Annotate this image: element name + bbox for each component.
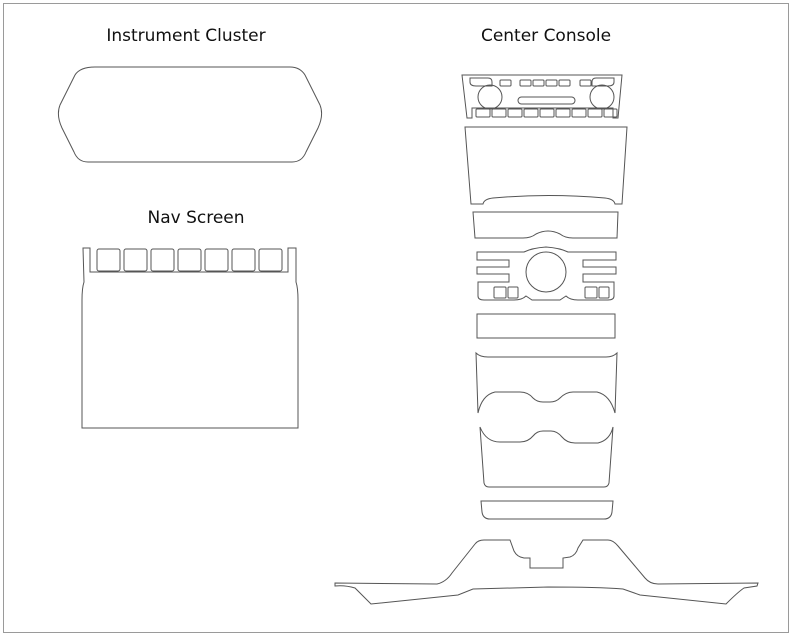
diagram-frame	[3, 3, 789, 633]
cup-holder-bottom-outline	[479, 426, 614, 488]
climate-controls-outline	[476, 246, 617, 301]
radio-panel-outline	[461, 74, 623, 119]
center-screen-outline	[464, 126, 628, 205]
upper-trim-strip-outline	[472, 211, 619, 239]
lower-trim-strip-outline	[480, 500, 614, 520]
instrument-cluster-outline	[57, 66, 323, 163]
cup-holder-top-outline	[475, 351, 618, 414]
nav-screen-outline	[81, 247, 299, 429]
center-console-title: Center Console	[480, 26, 612, 46]
middle-trim-strip-outline	[476, 313, 616, 339]
instrument-cluster-title: Instrument Cluster	[106, 26, 266, 46]
bottom-dash-trim-outline	[334, 539, 759, 605]
nav-screen-title: Nav Screen	[147, 208, 245, 228]
